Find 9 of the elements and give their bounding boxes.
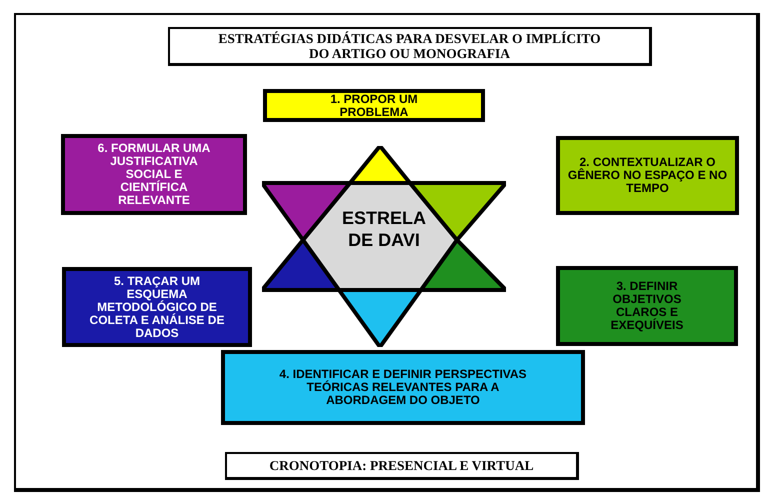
strategy-box: 6. FORMULAR UMA JUSTIFICATIVA SOCIAL E CIENTÍFICA RELEVANTE xyxy=(61,134,247,215)
strategy-box: 2. CONTEXTUALIZAR O GÊNERO NO ESPAÇO E NO TEMPO xyxy=(556,136,739,215)
title-box: ESTRATÉGIAS DIDÁTICAS PARA DESVELAR O IMPLÍCITO DO ARTIGO OU MONOGRAFIA xyxy=(168,27,652,66)
strategy-box: 1. PROPOR UM PROBLEMA xyxy=(263,89,485,122)
strategy-box: 4. IDENTIFICAR E DEFINIR PERSPECTIVAS TEÓRICAS RELEVANTES PARA A ABORDAGEM DO OBJETO xyxy=(221,350,585,425)
strategy-box: 5. TRAÇAR UM ESQUEMA METODOLÓGICO DE COLETA E ANÁLISE DE DADOS xyxy=(62,267,252,347)
caption-box: CRONOTOPIA: PRESENCIAL E VIRTUAL xyxy=(225,452,579,480)
star-label: ESTRELA DE DAVI xyxy=(340,207,427,251)
strategy-box: 3. DEFINIR OBJETIVOS CLAROS E EXEQUÍVEIS xyxy=(556,266,738,346)
